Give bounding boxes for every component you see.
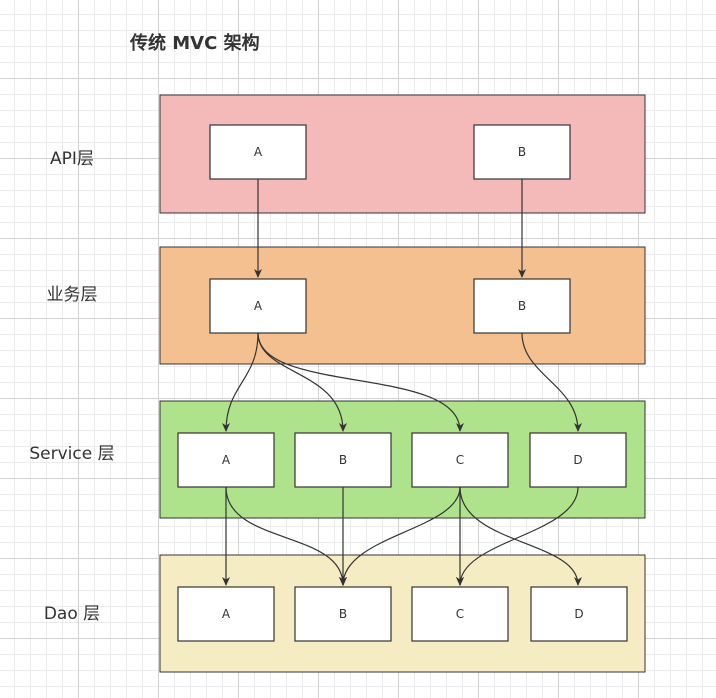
node-dao-b xyxy=(294,586,392,642)
node-dao-d-label: D xyxy=(574,607,583,621)
node-dao-c-label: C xyxy=(456,607,464,621)
node-biz-a xyxy=(209,278,307,334)
node-biz-b-label: B xyxy=(518,299,526,313)
node-service-d xyxy=(529,432,627,488)
diagram-title: 传统 MVC 架构 xyxy=(129,32,260,54)
node-service-c xyxy=(411,432,509,488)
node-biz-a-label: A xyxy=(254,299,263,313)
layer-label-service: Service 层 xyxy=(29,444,114,464)
node-service-d-label: D xyxy=(573,453,582,467)
node-dao-b-label: B xyxy=(339,607,347,621)
node-dao-c xyxy=(411,586,509,642)
node-dao-d xyxy=(530,586,628,642)
edge-biz-a-to-service-c xyxy=(257,332,464,432)
node-api-b-label: B xyxy=(518,145,526,159)
edge-biz-a-to-service-a xyxy=(222,332,259,432)
node-service-c-label: C xyxy=(456,453,464,467)
node-dao-a xyxy=(177,586,275,642)
layer-label-api: API层 xyxy=(50,149,94,169)
node-service-a xyxy=(177,432,275,488)
node-service-b xyxy=(294,432,392,488)
edge-biz-b-to-service-d xyxy=(521,332,582,432)
edge-service-c-to-dao-d xyxy=(459,486,582,586)
node-api-a-label: A xyxy=(254,145,263,159)
layer-label-biz: 业务层 xyxy=(47,285,98,305)
node-dao-a-label: A xyxy=(222,607,231,621)
node-biz-b xyxy=(473,278,571,334)
edge-service-a-to-dao-b xyxy=(225,486,347,586)
node-service-a-label: A xyxy=(222,453,231,467)
edge-group xyxy=(222,179,582,586)
layer-label-dao: Dao 层 xyxy=(44,604,100,624)
node-api-b xyxy=(473,124,571,180)
node-api-a xyxy=(209,124,307,180)
node-service-b-label: B xyxy=(339,453,347,467)
edge-service-c-to-dao-b xyxy=(339,486,461,586)
edge-service-d-to-dao-c xyxy=(456,486,579,586)
